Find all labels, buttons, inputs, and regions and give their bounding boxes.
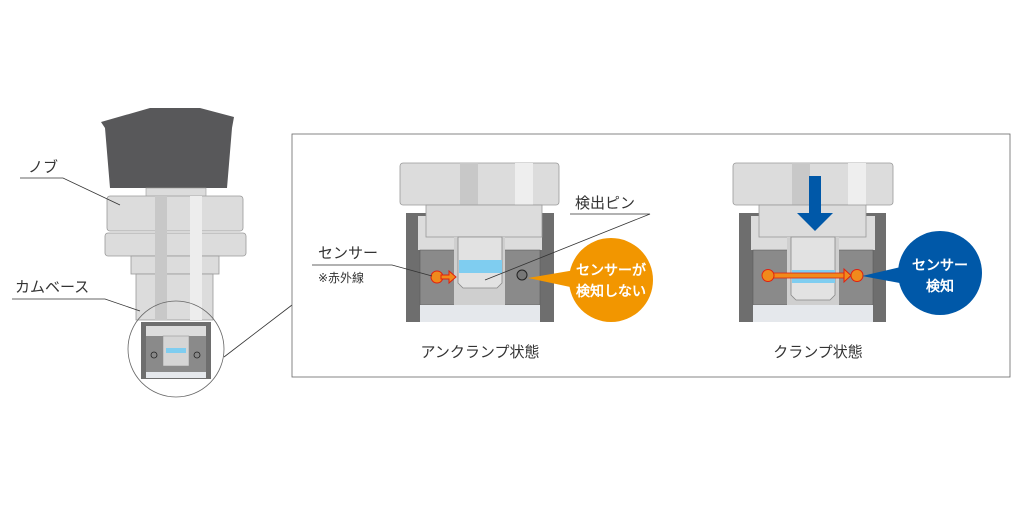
unclamp-state-view: センサーが 検知しない 検出ピン センサー ※赤外線 アンクランプ状態 xyxy=(312,162,653,361)
unclamp-title: アンクランプ状態 xyxy=(421,343,540,361)
detect-pin-label: 検出ピン xyxy=(575,194,635,212)
clamp-state-view: センサー 検知 クランプ状態 xyxy=(732,162,982,361)
detected-bubble xyxy=(898,231,982,315)
bubble-text: 検知しない xyxy=(576,283,646,300)
knob xyxy=(101,108,234,188)
product-illustration: ノブ カムベース xyxy=(12,108,293,398)
upper-nut xyxy=(106,195,244,232)
detect-pin-band xyxy=(459,260,502,273)
down-arrow-icon xyxy=(797,176,833,231)
infrared-emitter-icon xyxy=(430,269,457,285)
infrared-beam-icon xyxy=(761,267,864,284)
detail-circle xyxy=(127,300,225,398)
clamp-title: クランプ状態 xyxy=(773,343,863,361)
receiver-icon xyxy=(516,269,528,281)
bubble-text: センサーが xyxy=(576,262,647,279)
knob-label: ノブ xyxy=(28,158,58,176)
bubble-text: 検知 xyxy=(926,278,954,295)
not-detected-bubble xyxy=(569,238,653,322)
cam-base-label: カムベース xyxy=(15,278,89,296)
lower-nut xyxy=(104,232,247,257)
sensor-note: ※赤外線 xyxy=(318,270,364,285)
bubble-text: センサー xyxy=(912,258,968,274)
sensor-label: センサー xyxy=(318,244,378,262)
